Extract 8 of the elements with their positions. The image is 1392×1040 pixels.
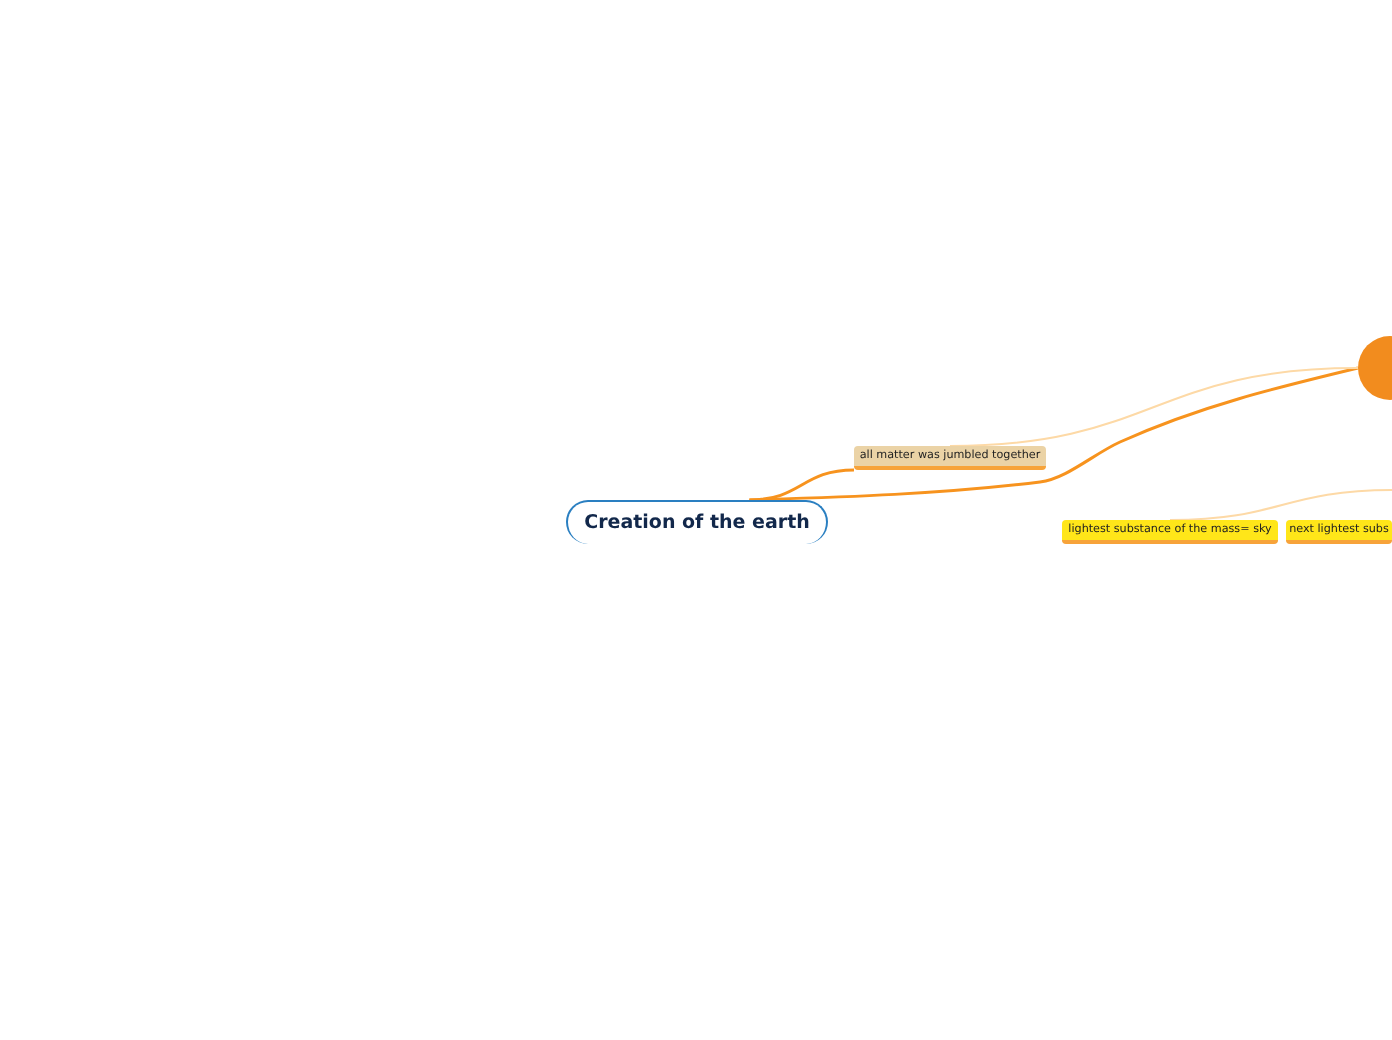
central-topic — [566, 500, 828, 544]
subtopic-box — [1286, 520, 1392, 544]
connector-line — [749, 468, 855, 502]
topic-label: Creation of the earth — [584, 512, 810, 534]
subtopic-box — [854, 446, 1046, 470]
connector-line — [1169, 489, 1392, 521]
connector-line — [949, 367, 1359, 447]
subtopic-box — [1062, 520, 1278, 544]
